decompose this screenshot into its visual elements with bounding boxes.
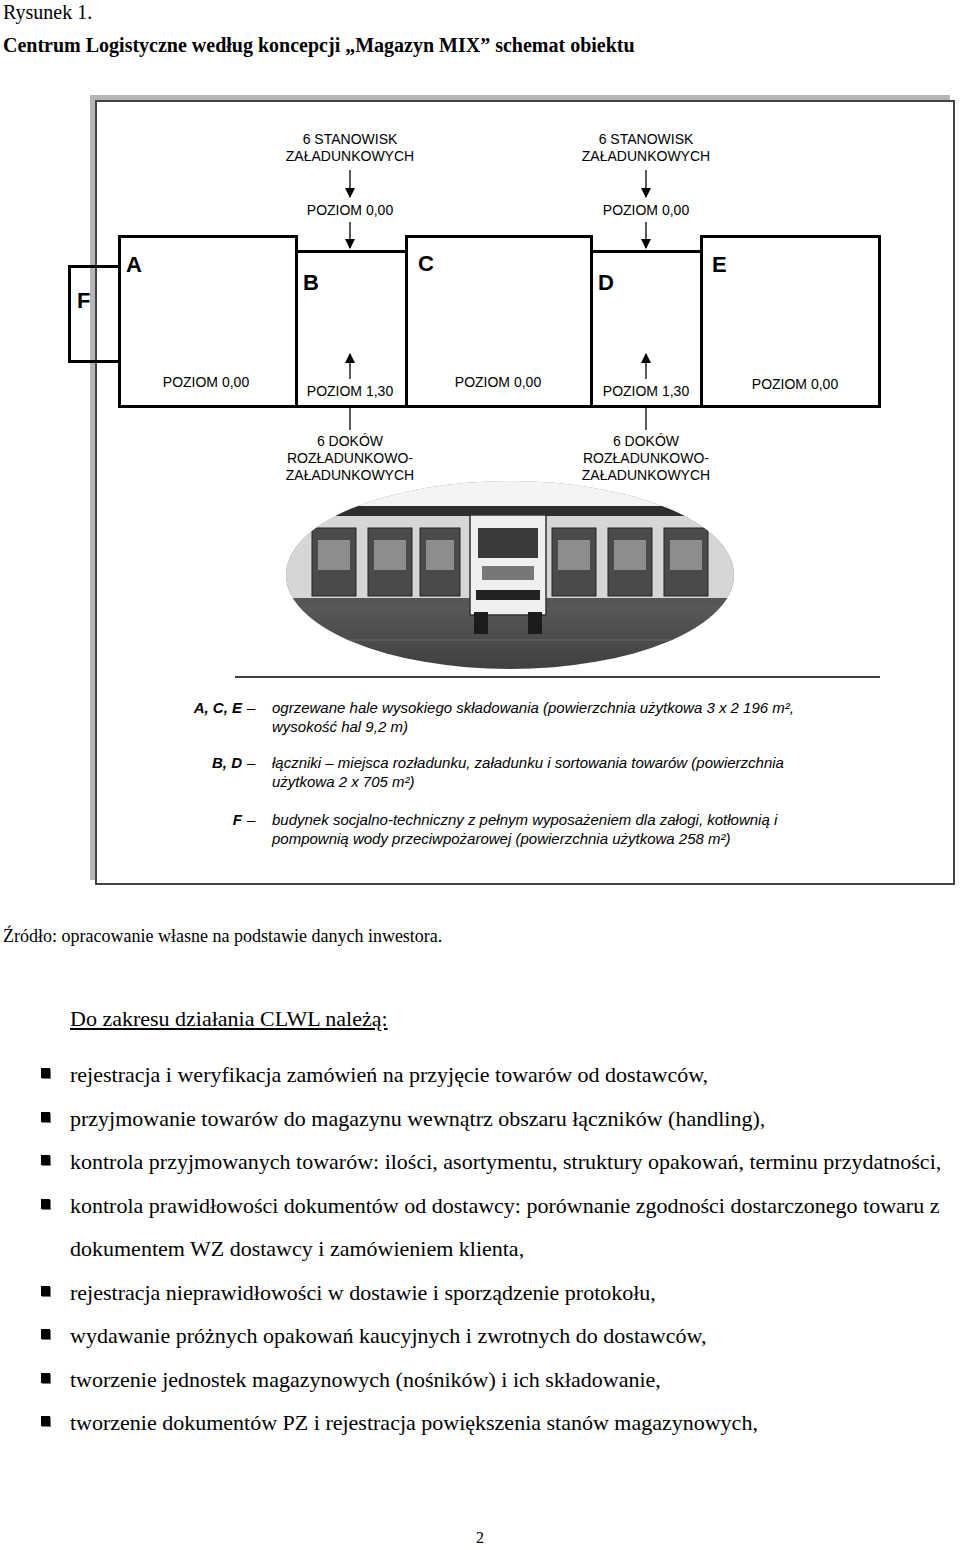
task-list: rejestracja i weryfikacja zamówień na pr… — [70, 1053, 956, 1445]
section-letter: D — [598, 270, 628, 296]
list-item: przyjmowanie towarów do magazynu wewnątr… — [70, 1097, 956, 1141]
legend-description: ogrzewane hale wysokiego składowania (po… — [272, 698, 832, 736]
legend-key: A, C, E — [140, 698, 242, 717]
section-letter: E — [712, 252, 742, 278]
figure-frame: A, C, E–ogrzewane hale wysokiego składow… — [95, 100, 955, 885]
building-section: E POZIOM 0,00 — [700, 235, 881, 408]
legend-description: łączniki – miejsca rozładunku, załadunku… — [272, 753, 832, 791]
list-item: tworzenie jednostek magazynowych (nośnik… — [70, 1358, 956, 1402]
list-item: tworzenie dokumentów PZ i rejestracja po… — [70, 1401, 956, 1445]
page-number: 2 — [460, 1529, 500, 1547]
legend-key: F — [140, 810, 242, 829]
dock-label: 6 STANOWISK ZAŁADUNKOWYCH — [270, 131, 430, 165]
level-arrows — [350, 170, 646, 430]
legend-key: B, D — [140, 753, 242, 772]
section-letter: F — [77, 288, 107, 314]
level-label: POZIOM 0,00 — [290, 202, 410, 219]
list-item: rejestracja i weryfikacja zamówień na pr… — [70, 1053, 956, 1097]
dock-label: 6 DOKÓW ROZŁADUNKOWO- ZAŁADUNKOWYCH — [571, 433, 721, 484]
dock-label: 6 STANOWISK ZAŁADUNKOWYCH — [566, 131, 726, 165]
building-section: A POZIOM 0,00 — [118, 235, 298, 408]
building-section: C POZIOM 0,00 — [405, 235, 593, 408]
legend-dash: – — [247, 753, 265, 772]
section-heading: Do zakresu działania CLWL należą: — [70, 1005, 770, 1033]
level-label: POZIOM 0,00 — [146, 374, 266, 391]
dock-photo — [284, 478, 736, 674]
figure-source: Źródło: opracowanie własne na podstawie … — [3, 925, 903, 947]
figure-title: Centrum Logistyczne według koncepcji „Ma… — [3, 33, 953, 57]
building-section: B POZIOM 1,30 — [295, 250, 408, 408]
section-letter: C — [418, 251, 448, 277]
legend-dash: – — [247, 698, 265, 717]
section-letter: B — [303, 270, 333, 296]
building-section: D POZIOM 1,30 — [590, 250, 703, 408]
legend-rule — [235, 676, 880, 678]
list-item: kontrola prawidłowości dokumentów od dos… — [70, 1184, 956, 1271]
level-label: POZIOM 0,00 — [438, 374, 558, 391]
legend-dash: – — [247, 810, 265, 829]
section-letter: A — [126, 252, 156, 278]
level-label: POZIOM 0,00 — [735, 376, 855, 393]
level-label: POZIOM 1,30 — [298, 383, 402, 400]
level-label: POZIOM 1,30 — [594, 383, 698, 400]
list-item: kontrola przyjmowanych towarów: ilości, … — [70, 1140, 956, 1184]
level-label: POZIOM 0,00 — [586, 202, 706, 219]
dock-label: 6 DOKÓW ROZŁADUNKOWO- ZAŁADUNKOWYCH — [275, 433, 425, 484]
legend-description: budynek socjalno-techniczny z pełnym wyp… — [272, 810, 832, 848]
list-item: rejestracja nieprawidłowości w dostawie … — [70, 1271, 956, 1315]
building-section: F — [68, 265, 121, 363]
figure-number: Rysunek 1. — [3, 0, 303, 24]
list-item: wydawanie próżnych opakowań kaucyjnych i… — [70, 1314, 956, 1358]
